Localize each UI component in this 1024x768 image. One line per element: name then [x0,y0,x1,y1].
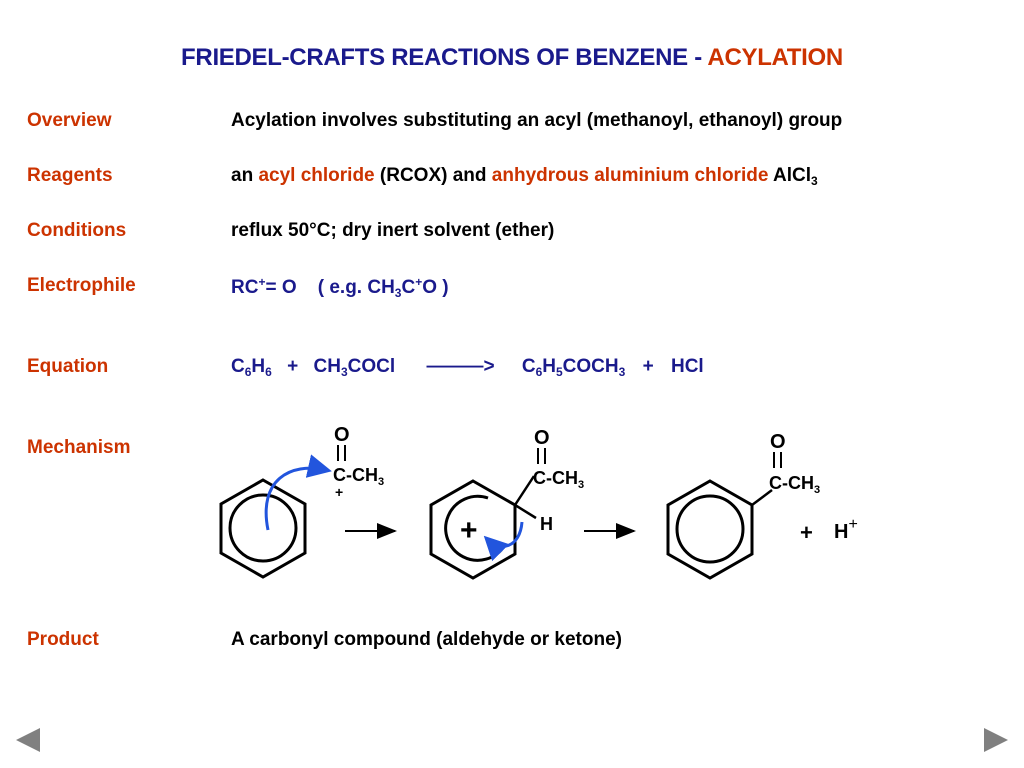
next-slide-button[interactable] [984,728,1008,752]
intermediate-cch3: C-CH3 [533,468,584,491]
curly-arrow-1 [264,454,332,531]
electrophile-sup-2: + [415,275,423,289]
electrophile-sub: 3 [394,286,402,300]
electrophile-text: = O ( e.g. CH [265,277,395,298]
value-reagents: an acyl chloride (RCOX) and anhydrous al… [231,165,818,188]
eq-sub: 6 [535,365,543,379]
label-product: Product [27,629,99,650]
curly-arrow-2 [483,521,524,562]
reagents-text-1: an [231,165,259,186]
label-conditions: Conditions [27,220,127,241]
value-electrophile: RC+= O ( e.g. CH3C+O ) [231,275,449,300]
slide-title: FRIEDEL-CRAFTS REACTIONS OF BENZENE - AC… [0,44,1024,72]
electrophile-rc: RC [231,277,259,298]
benzene-ring [219,478,307,579]
label-overview: Overview [27,110,112,131]
acylium-charge: + [335,484,343,500]
value-equation: C6H6 + CH3COCl ———> C6H5COCH3 + HCl [231,356,704,379]
intermediate-charge: + [460,514,478,547]
label-equation: Equation [27,356,109,377]
wheland-intermediate: + O C-CH3 H [429,427,584,580]
eq-plus: + [287,356,299,377]
electrophile-sup-1: + [258,275,266,289]
acylium-cch3: C-CH3 [333,465,384,488]
eq-sub: 3 [340,365,348,379]
label-mechanism: Mechanism [27,437,131,458]
reagents-catalyst: anhydrous aluminium chloride [491,165,769,186]
eq-sub: 6 [265,365,272,379]
reagents-text-2: (RCOX) and [374,165,492,186]
eq-ch: CH [313,356,341,377]
product-ketone: O C-CH3 [666,431,820,580]
eq-sub: 3 [618,365,626,379]
eq-sub: 6 [244,365,252,379]
electrophile-c: C [401,277,416,298]
acylium-o: O [334,424,350,446]
electrophile-o: O ) [422,277,449,298]
eq-c: C [231,356,245,377]
product-plus: + [800,520,813,545]
eq-sub: 5 [555,365,563,379]
intermediate-h: H [540,514,553,534]
intermediate-o: O [534,427,550,449]
acylium-ion: O C-CH3 + [333,424,384,500]
title-text: FRIEDEL-CRAFTS REACTIONS OF BENZENE - [181,44,708,71]
eq-cocl: COCl [347,356,396,377]
eq-hcl: HCl [670,356,704,377]
reagents-sub: 3 [810,174,818,188]
title-accent: ACYLATION [707,44,843,71]
value-overview: Acylation involves substituting an acyl … [231,110,843,131]
previous-slide-button[interactable] [16,728,40,752]
eq-c: C [521,356,536,377]
value-conditions: reflux 50°C; dry inert solvent (ether) [231,220,555,241]
product-cch3: C-CH3 [769,473,820,496]
product-o: O [770,431,786,453]
eq-plus: + [642,356,654,377]
value-product: A carbonyl compound (aldehyde or ketone) [231,629,622,650]
eq-h: H [251,356,266,377]
eq-coch: COCH [562,356,619,377]
label-electrophile: Electrophile [27,275,136,296]
reagents-acyl-chloride: acyl chloride [258,165,375,186]
eq-arrow: ———> [426,356,495,377]
proton: H+ [834,516,858,543]
label-reagents: Reagents [27,165,113,186]
reagents-formula: AlCl [768,165,811,186]
eq-h: H [542,356,556,377]
